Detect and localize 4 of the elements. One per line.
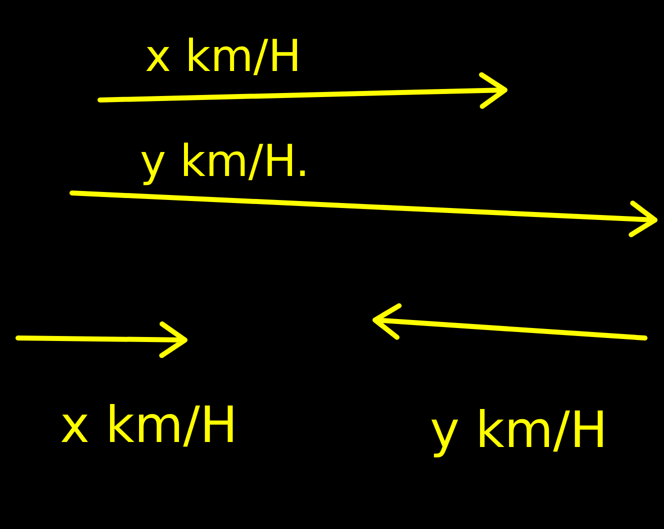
speed-label: x km/H <box>145 35 302 79</box>
speed-label: y km/H. <box>140 140 310 184</box>
speed-label: x km/H <box>60 400 238 450</box>
speed-label: y km/H <box>430 405 608 455</box>
